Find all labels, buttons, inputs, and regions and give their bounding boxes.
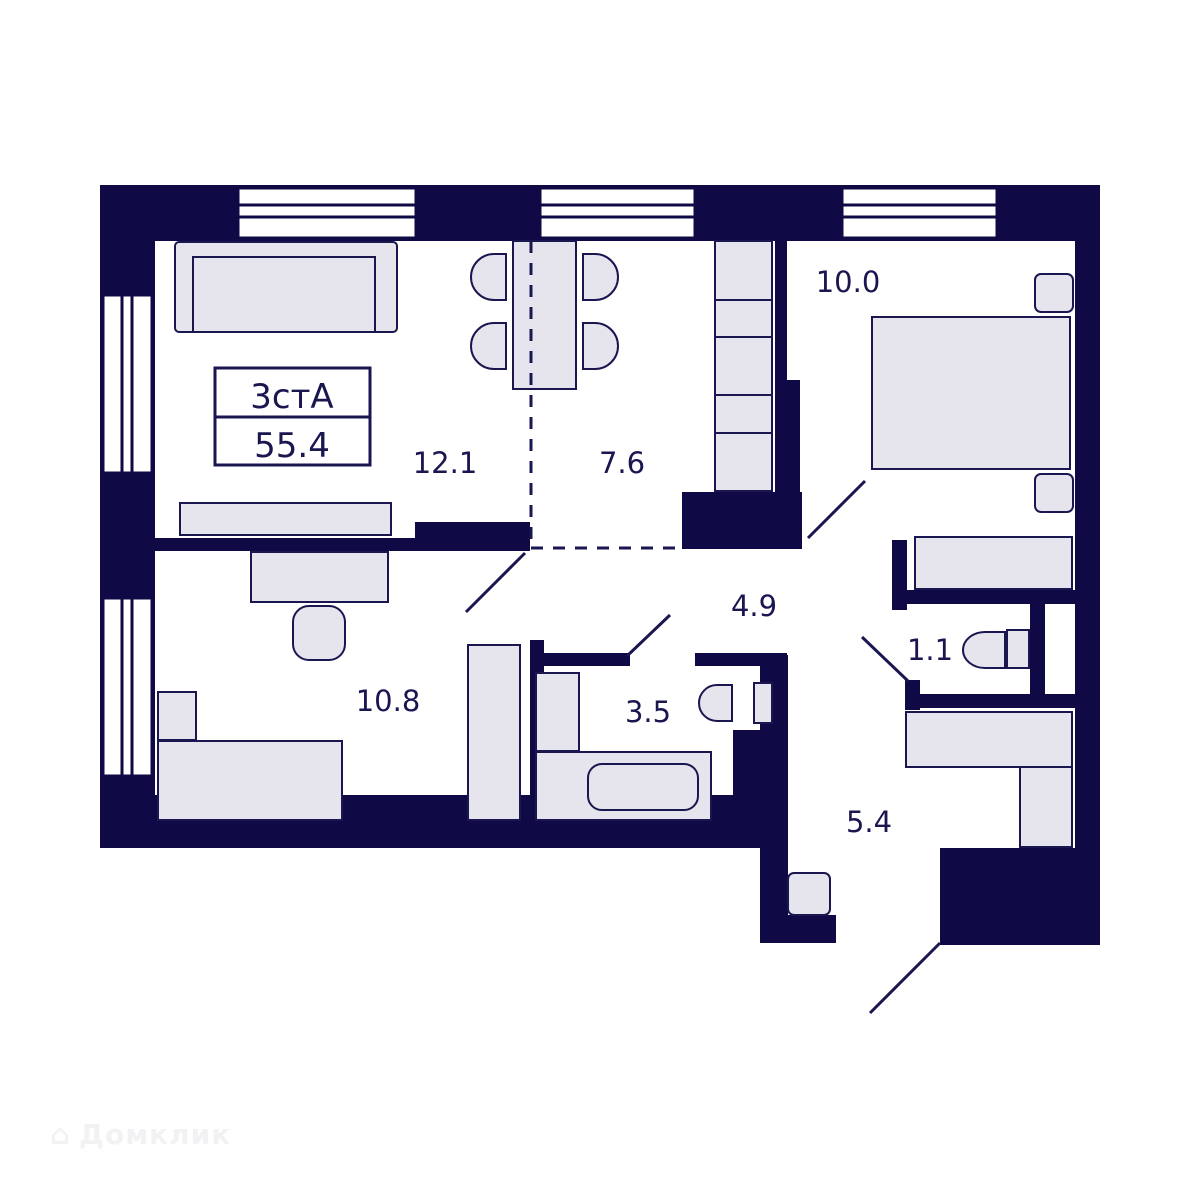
kitchen-counter bbox=[714, 240, 773, 492]
room-area-entrance: 5.4 bbox=[846, 805, 892, 839]
room-area-living: 12.1 bbox=[413, 446, 478, 480]
chair bbox=[292, 605, 346, 661]
room-labels: 12.1 7.6 10.0 10.8 4.9 3.5 1.1 5.4 bbox=[356, 265, 953, 839]
room-area-bathroom: 3.5 bbox=[625, 695, 671, 729]
electrical-panel bbox=[787, 872, 831, 916]
room-area-kids: 10.8 bbox=[356, 684, 421, 718]
house-logo-icon: ⌂ bbox=[50, 1118, 72, 1151]
furniture bbox=[157, 240, 1074, 916]
room-area-hallway: 4.9 bbox=[731, 589, 777, 623]
nightstand bbox=[157, 691, 197, 741]
door-swings bbox=[464, 241, 942, 1015]
sink-cabinet bbox=[535, 672, 580, 752]
toilet-wc bbox=[962, 631, 1006, 669]
wardrobe-hall-2 bbox=[905, 711, 1073, 768]
room-area-bedroom: 10.0 bbox=[816, 265, 881, 299]
toilet-bath bbox=[698, 684, 733, 722]
windows bbox=[101, 186, 999, 778]
room-area-kitchen: 7.6 bbox=[599, 446, 645, 480]
desk bbox=[250, 551, 389, 603]
tv-stand bbox=[179, 502, 392, 536]
room-area-toilet: 1.1 bbox=[907, 633, 953, 667]
apartment-total-area: 55.4 bbox=[254, 426, 330, 466]
wardrobe-kids bbox=[467, 644, 521, 821]
wardrobe-hall-3 bbox=[1019, 766, 1073, 848]
apartment-badge: 3стА 55.4 bbox=[213, 366, 372, 467]
watermark-text: Домклик bbox=[79, 1118, 232, 1151]
wardrobe-hall-1 bbox=[914, 536, 1073, 590]
single-bed bbox=[157, 740, 343, 821]
dining-table bbox=[512, 240, 577, 390]
watermark: ⌂ Домклик bbox=[50, 1118, 231, 1151]
double-bed bbox=[871, 316, 1071, 470]
apartment-type: 3стА bbox=[250, 377, 333, 417]
